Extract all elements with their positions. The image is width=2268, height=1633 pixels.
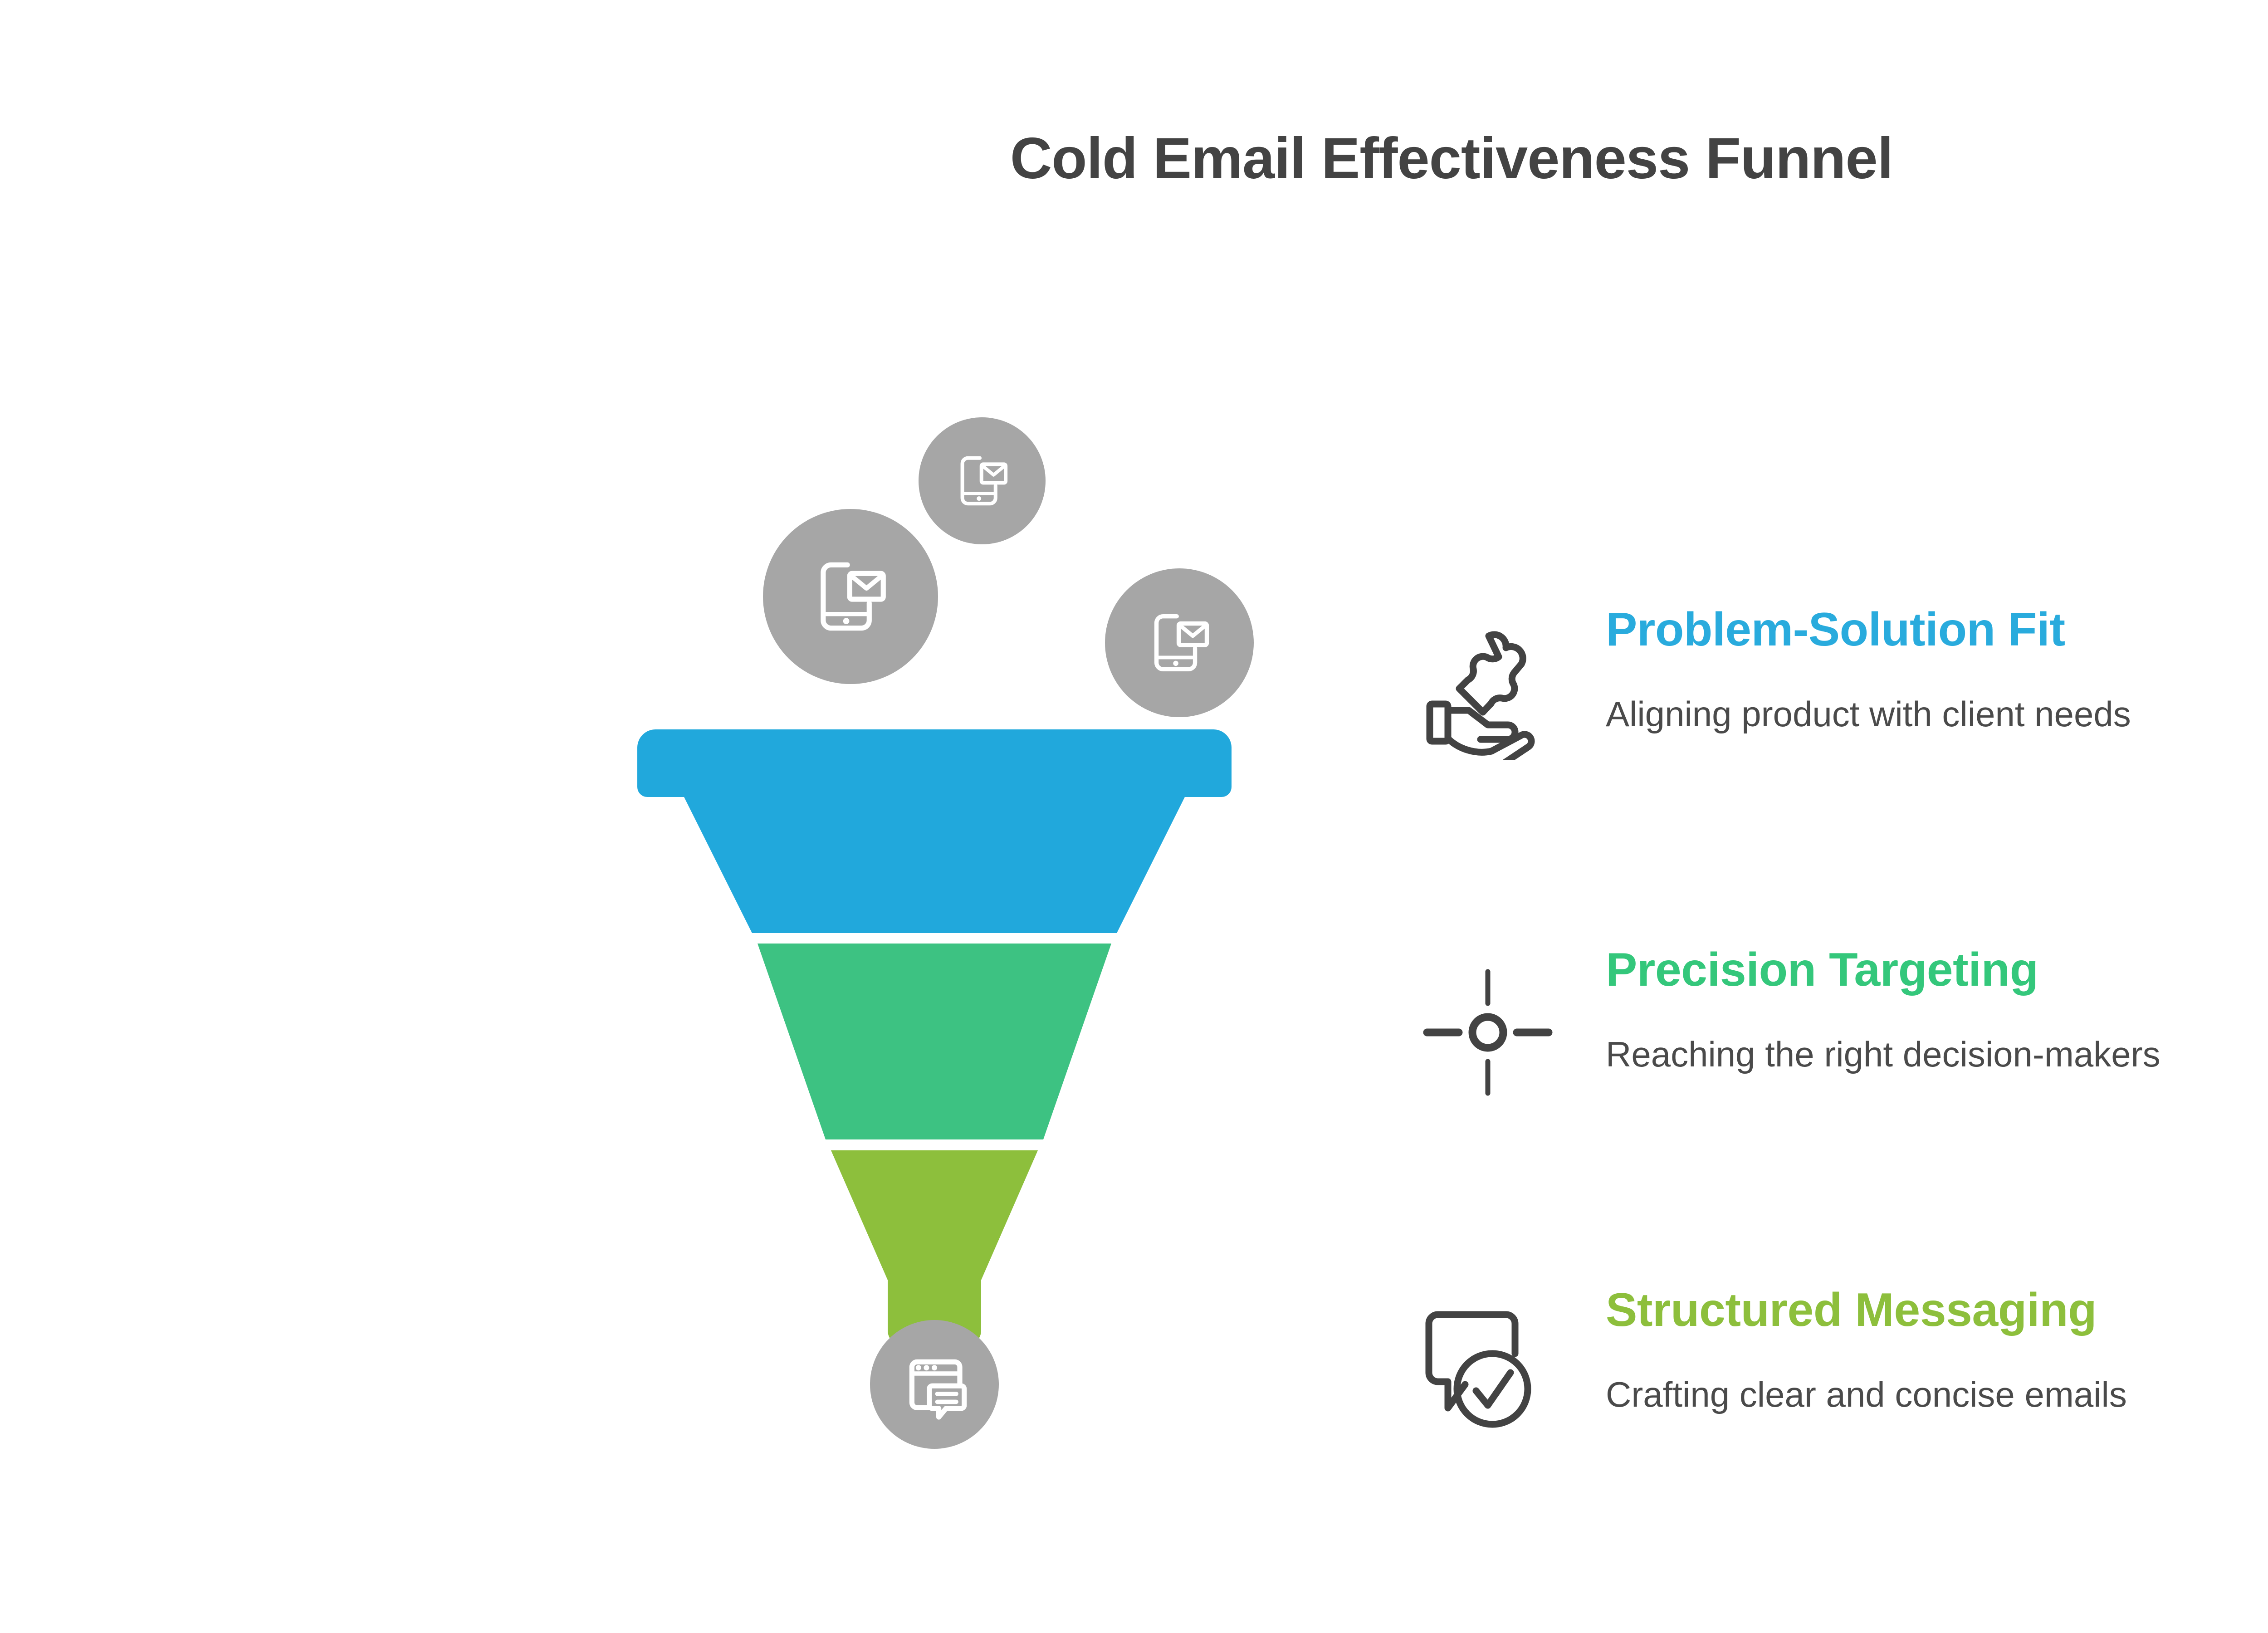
feature-list: Problem-Solution Fit Aligning product wi… [1420,603,2268,1524]
funnel-diagram [581,408,1442,1497]
crosshair-target-icon [1420,964,1556,1100]
mobile-email-icon [821,562,886,631]
funnel-input-badge-medium [1105,568,1254,717]
browser-chat-icon [909,1359,967,1420]
funnel-svg [637,417,1254,1449]
feature-text-block: Problem-Solution Fit Aligning product wi… [1606,603,2268,737]
funnel-segment-green [758,944,1111,1139]
mobile-email-icon [960,456,1008,506]
feature-text-block: Precision Targeting Reaching the right d… [1606,944,2268,1077]
funnel-input-badge-large [763,509,938,684]
feature-item-problem-solution-fit[interactable]: Problem-Solution Fit Aligning product wi… [1420,603,2268,857]
chat-check-icon [1420,1305,1556,1441]
feature-item-precision-targeting[interactable]: Precision Targeting Reaching the right d… [1420,944,2268,1198]
funnel-output-badge [870,1320,999,1449]
feature-item-structured-messaging[interactable]: Structured Messaging Crafting clear and … [1420,1284,2268,1538]
funnel-segment-blue [637,729,1232,933]
feature-heading: Structured Messaging [1606,1284,2097,1336]
feature-text-block: Structured Messaging Crafting clear and … [1606,1284,2268,1417]
hand-puzzle-icon [1420,624,1556,760]
page-title: Cold Email Effectiveness Funnel [1010,126,1893,191]
funnel-segment-olive [831,1150,1038,1346]
feature-subtext: Aligning product with client needs [1606,694,2131,734]
feature-heading: Precision Targeting [1606,944,2038,996]
funnel-input-badge-small [919,417,1046,544]
mobile-email-icon [1154,614,1209,672]
feature-heading: Problem-Solution Fit [1606,603,2065,656]
feature-subtext: Reaching the right decision-makers [1606,1034,2160,1075]
feature-subtext: Crafting clear and concise emails [1606,1374,2127,1415]
